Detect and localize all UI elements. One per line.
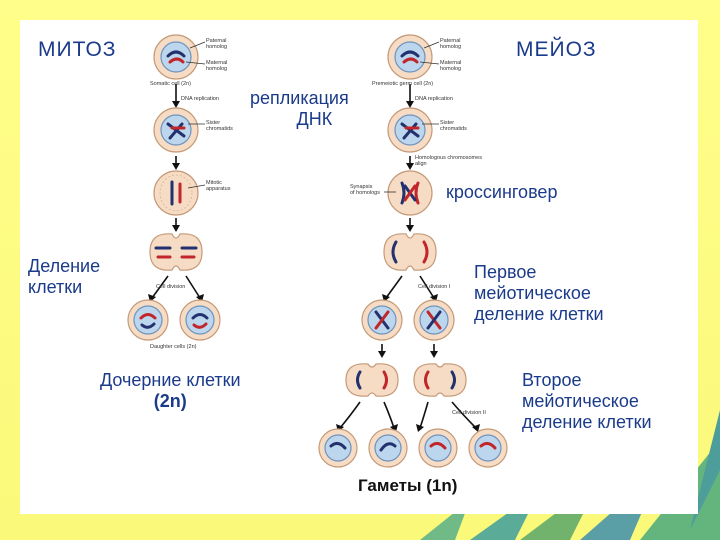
meiosis-intermediate-cell-1 xyxy=(361,299,403,341)
meiosis-intermediate-cell-2 xyxy=(413,299,455,341)
dna-replication-label: репликация ДНК xyxy=(250,88,349,129)
mitosis-cell-division-label: Cell division xyxy=(156,284,186,290)
second-division-label: Второе мейотическое деление клетки xyxy=(522,370,652,432)
mitosis-daughter-cell-1 xyxy=(127,299,169,341)
mitosis-dna-replication-label: DNA replication xyxy=(181,96,219,102)
cell-division-2-label: Cell division II xyxy=(452,410,486,416)
mitosis-metaphase-cell xyxy=(153,170,199,216)
meiosis-division-1-cell xyxy=(383,233,437,271)
daughter-cells-small-label: Daughter cells (2n) xyxy=(150,344,197,350)
meiosis-dna-replication-label: DNA replication xyxy=(415,96,453,102)
gamete-cell-4 xyxy=(468,428,508,468)
mitosis-title: МИТОЗ xyxy=(38,38,117,61)
cell-division-1-label: Cell division I xyxy=(418,284,451,290)
first-division-label: Первое мейотическое деление клетки xyxy=(474,262,604,324)
daughter-cells-label: Дочерние клетки (2n) xyxy=(100,370,241,411)
meiosis-replicated-cell xyxy=(387,107,433,153)
gamete-cell-2 xyxy=(368,428,408,468)
gamete-cell-3 xyxy=(418,428,458,468)
mitosis-daughter-cell-2 xyxy=(179,299,221,341)
meiosis-division-2-cell-right xyxy=(413,363,467,397)
mitosis-somatic-cell xyxy=(153,34,199,80)
cell-division-label: Деление клетки xyxy=(28,256,101,297)
mitosis-replicated-cell xyxy=(153,107,199,153)
meiosis-title: МЕЙОЗ xyxy=(516,38,597,61)
germ-cell-label: Premeiotic germ cell (2n) xyxy=(372,81,434,87)
gametes-label: Гаметы (1n) xyxy=(358,476,458,495)
meiosis-germ-cell xyxy=(387,34,433,80)
gamete-cell-1 xyxy=(318,428,358,468)
mitosis-dividing-cell xyxy=(149,233,203,271)
diagram-panel xyxy=(20,20,698,514)
meiosis-division-2-cell-left xyxy=(345,363,399,397)
crossing-over-label: кроссинговер xyxy=(446,182,558,202)
somatic-cell-label: Somatic cell (2n) xyxy=(150,81,191,87)
meiosis-synapsis-cell xyxy=(387,170,433,216)
